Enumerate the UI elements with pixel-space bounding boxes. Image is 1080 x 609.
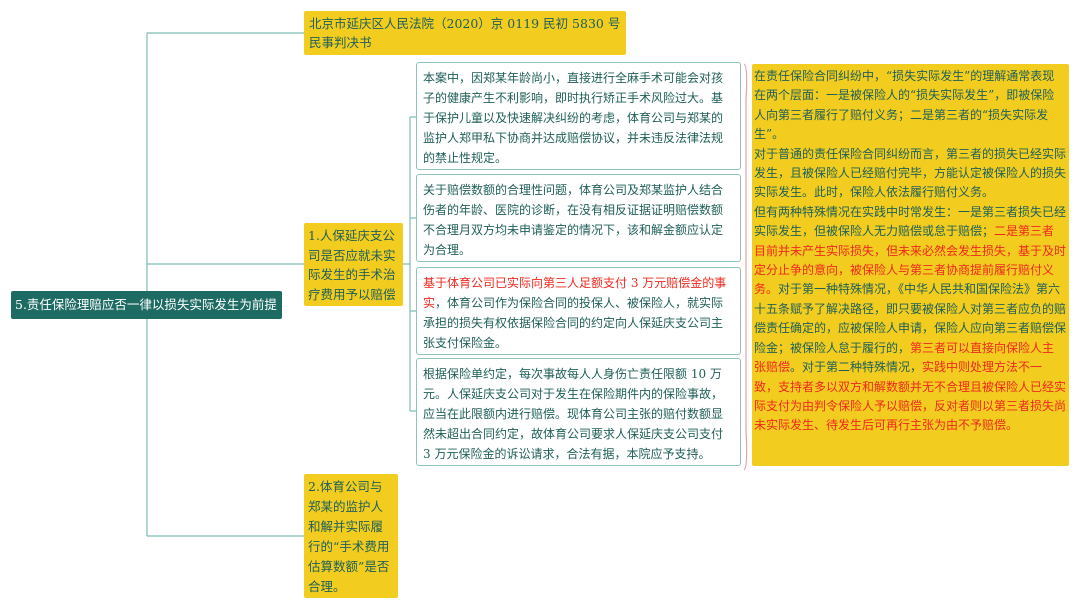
reason-box-1[interactable]: 本案中，因郑某年龄尚小，直接进行全麻手术可能会对孩子的健康产生不利影响，即时执行… — [416, 62, 741, 170]
reason-text: 本案中，因郑某年龄尚小，直接进行全麻手术可能会对孩子的健康产生不利影响，即时执行… — [423, 71, 724, 165]
reason-text: 关于赔偿数额的合理性问题，体育公司及郑某监护人结合伤者的年龄、医院的诊断，在没有… — [423, 183, 724, 257]
commentary-paragraph: 在责任保险合同纠纷中，“损失实际发生”的理解通常表现在两个层面：一是被保险人的“… — [754, 69, 1055, 142]
commentary-node[interactable]: 在责任保险合同纠纷中，“损失实际发生”的理解通常表现在两个层面：一是被保险人的“… — [752, 64, 1069, 466]
commentary-highlight: 二是第三者目前并未产生实际损失，但未来必然会发生损失，基于及时定分止争的意向，被… — [754, 224, 1067, 297]
commentary-paragraph: 但有两种特殊情况在实践中时常发生：一是第三者损失已经实际发生，但被保险人无力赔偿… — [754, 203, 1066, 436]
commentary-text: 对于第一种特殊情况，《中华人民共和国保险法》第六十五条赋予了解决路径，即只要被保… — [754, 282, 1067, 355]
issue-1-node[interactable]: 1.人保延庆支公司是否应就未实际发生的手术治疗费用予以赔偿 — [304, 223, 403, 306]
commentary-text: 。对于第二种特殊情况， — [790, 360, 923, 375]
root-node[interactable]: 5.责任保险理赔应否一律以损失实际发生为前提 — [11, 291, 282, 319]
commentary-highlight: 第三者可以直接向保险人主张赔偿 — [754, 340, 1055, 375]
reason-box-2[interactable]: 关于赔偿数额的合理性问题，体育公司及郑某监护人结合伤者的年龄、医院的诊断，在没有… — [416, 174, 741, 262]
source-judgment-node[interactable]: 北京市延庆区人民法院（2020）京 0119 民初 5830 号民事判决书 — [304, 11, 626, 55]
reason-text: 根据保险单约定，每次事故每人人身伤亡责任限额 10 万元。人保延庆支公司对于发生… — [423, 367, 724, 461]
commentary-highlight: 实践中则处理方法不一致，支持者多以双方和解数额并无不合理且被保险人已经实际支付为… — [754, 360, 1067, 433]
commentary-text: 但有两种特殊情况在实践中时常发生：一是第三者损失已经实际发生，但被保险人无力赔偿… — [754, 204, 1067, 239]
reason-highlight-text: 基于体育公司已实际向第三人足额支付 3 万元赔偿金的事实 — [423, 276, 727, 310]
issue-2-node[interactable]: 2.体育公司与郑某的监护人和解并实际履行的“手术费用估算数额”是否合理。 — [304, 474, 398, 598]
reason-box-3[interactable]: 基于体育公司已实际向第三人足额支付 3 万元赔偿金的事实，体育公司作为保险合同的… — [416, 267, 741, 355]
reason-text: ，体育公司作为保险合同的投保人、被保险人，就实际承担的损失有权依据保险合同的约定… — [423, 296, 724, 350]
commentary-paragraph: 对于普通的责任保险合同纠纷而言，第三者的损失已经实际发生，且被保险人已经赔付完毕… — [754, 146, 1067, 200]
reason-box-4[interactable]: 根据保险单约定，每次事故每人人身伤亡责任限额 10 万元。人保延庆支公司对于发生… — [416, 358, 741, 466]
